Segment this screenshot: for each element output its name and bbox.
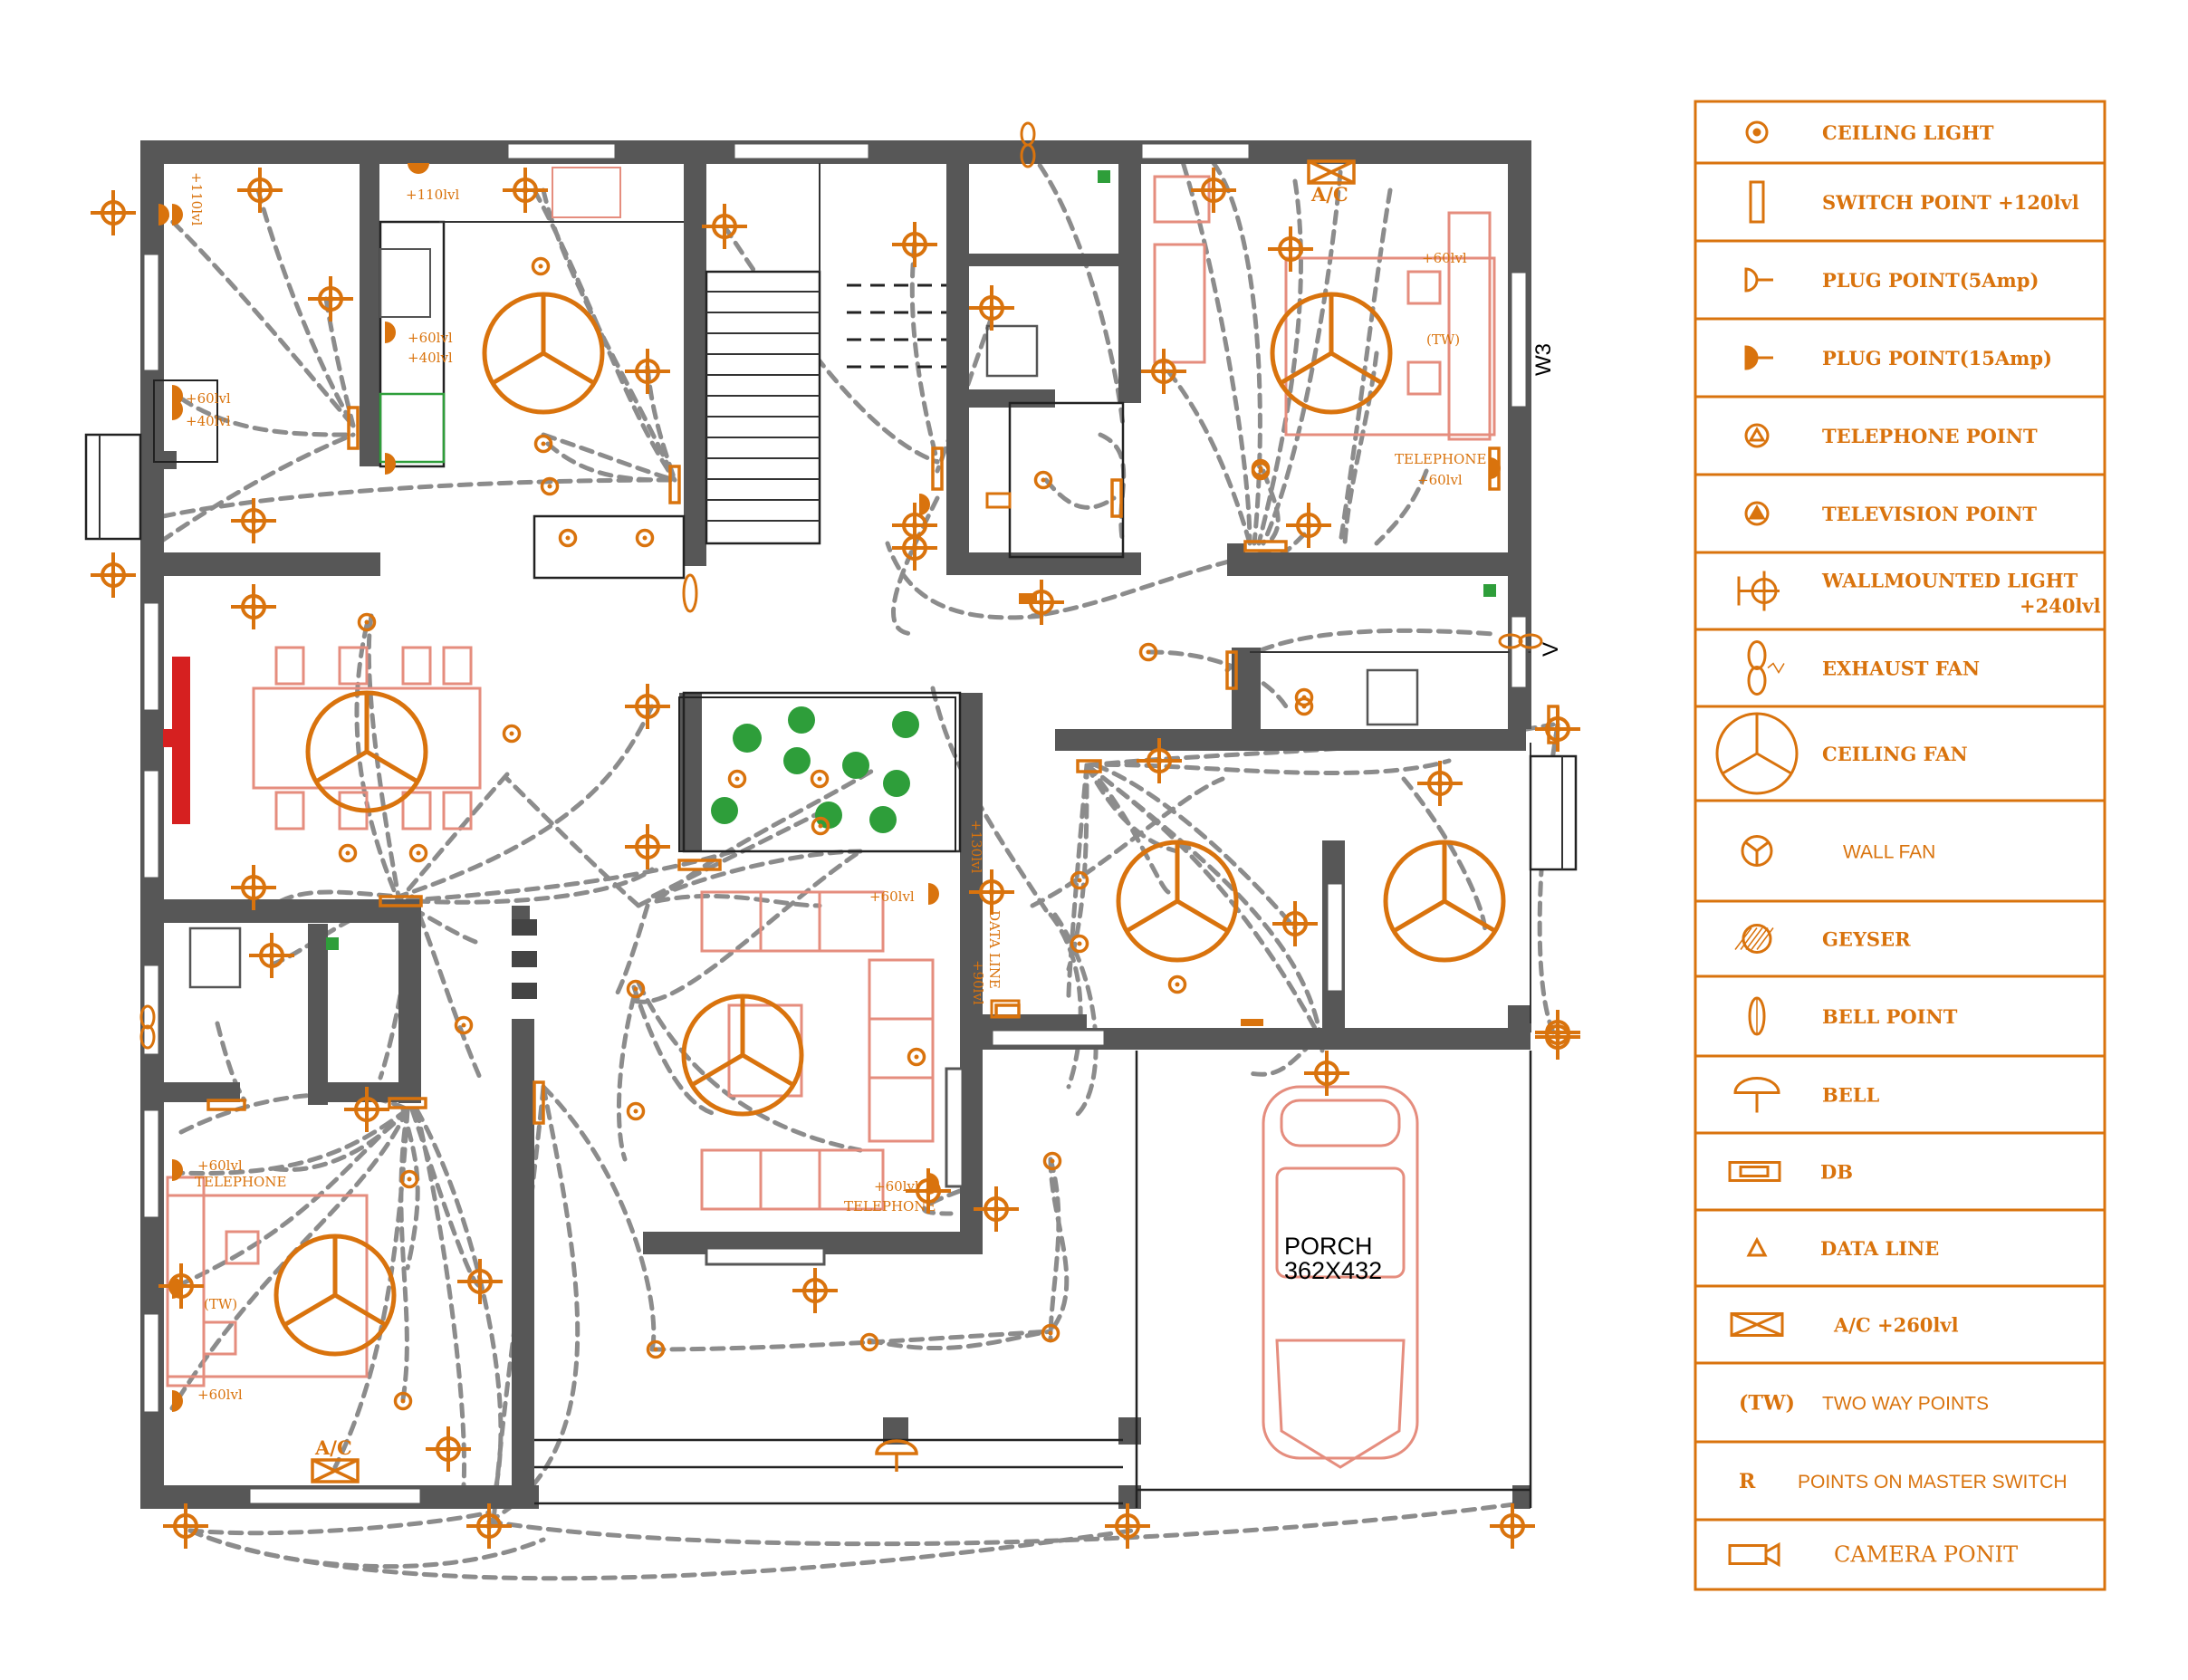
ac-units: [311, 159, 1356, 1483]
legend-label-secondary: +240lvl: [2020, 595, 2101, 618]
kitchen-40-label-b: +40lvl: [408, 350, 453, 366]
legend-row-geyser: GEYSER: [1734, 924, 1911, 954]
lvl-130-label: +130lvl: [968, 820, 984, 873]
telephone-point-icon: [1744, 423, 1770, 448]
legend-row-master-switch: R POINTS ON MASTER SWITCH: [1739, 1470, 2068, 1493]
porch-label: PORCH: [1284, 1233, 1373, 1260]
legend-row-two-way: (TW) TWO WAY POINTS: [1739, 1392, 1989, 1416]
legend-label: DB: [1820, 1161, 1853, 1184]
legend-label: PLUG POINT(15Amp): [1822, 347, 2052, 370]
data-line-icon: [1746, 1236, 1768, 1257]
legend-label: BELL: [1822, 1084, 1880, 1107]
television-point-icon: [1744, 501, 1770, 526]
windows: [141, 141, 1529, 1506]
legend-label: GEYSER: [1822, 928, 1911, 951]
legend-label: TWO WAY POINTS: [1822, 1394, 1989, 1415]
living-60-label: +60lvl: [869, 888, 915, 905]
legend-row-ac: A/C +260lvl: [1730, 1312, 1959, 1337]
ceiling-fan-icon: [1715, 712, 1799, 795]
legend-row-ceiling-light: CEILING LIGHT: [1745, 120, 1994, 144]
legend-label: TELEVISION POINT: [1822, 503, 2037, 525]
bed-ne-60-label: +60lvl: [1422, 250, 1467, 266]
legend-row-data-line: DATA LINE: [1746, 1236, 1939, 1260]
legend-row-plug-5amp: PLUG POINT(5Amp): [1744, 267, 2039, 293]
legend-row-wall-fan: WALL FAN: [1741, 835, 1935, 867]
vertical-110-label: +110lvl: [188, 172, 205, 226]
data-line-vertical-label: DATA LINE: [986, 910, 1003, 989]
legend-row-switch-point: SWITCH POINT +120lvl: [1749, 180, 2079, 224]
kitchen-110-label: +110lvl: [406, 187, 459, 203]
bed-sw-tw-label: (TW): [204, 1296, 237, 1312]
db-icon: [1728, 1161, 1781, 1182]
legend-label: CEILING LIGHT: [1822, 121, 1994, 144]
db-boxes: [985, 492, 1021, 1019]
legend-label: TELEPHONE POINT: [1822, 425, 2038, 447]
bell-symbol: [875, 1439, 918, 1472]
legend-row-plug-15amp: PLUG POINT(15Amp): [1744, 345, 2052, 370]
legend-row-bell-point: BELL POINT: [1748, 996, 1958, 1036]
plug-15amp-icon: [1744, 345, 1773, 370]
lvl-90-label: +90lvl: [970, 960, 986, 1005]
w3-label: W3: [1531, 343, 1556, 376]
ac-icon: [1730, 1312, 1784, 1337]
legend-row-db: DB: [1728, 1161, 1853, 1184]
two-way-code: (TW): [1739, 1392, 1795, 1416]
legend-row-wallmounted-light: WALLMOUNTED LIGHT +240lvl: [1737, 570, 2101, 618]
bed-ne-telephone-label: TELEPHONE: [1395, 451, 1486, 467]
kitchen-60-label-a: +60lvl: [186, 390, 231, 407]
ceiling-light-icon: [1745, 120, 1769, 144]
bed-ne-60-label-b: +60lvl: [1417, 472, 1463, 488]
kitchen-40-label-a: +40lvl: [186, 413, 231, 429]
staircase: [705, 163, 946, 545]
legend-row-exhaust-fan: EXHAUST FAN: [1747, 640, 1980, 696]
living-60-label-b: +60lvl: [874, 1178, 919, 1195]
legend-row-ceiling-fan: CEILING FAN: [1715, 712, 1968, 795]
courtyard-planters: [678, 696, 956, 852]
plug-points: [158, 163, 1501, 1412]
legend-label: POINTS ON MASTER SWITCH: [1798, 1472, 2068, 1493]
legend-label: SWITCH POINT +120lvl: [1822, 191, 2079, 214]
exhaust-fan-icon: [1747, 640, 1785, 696]
wallmounted-light-icon: [1737, 571, 1780, 611]
master-switch-code: R: [1739, 1470, 1756, 1493]
geyser-icon: [1734, 924, 1774, 954]
legend-row-bell: BELL: [1733, 1077, 1880, 1113]
bell-point-icon: [1748, 996, 1766, 1036]
bed-sw-60-label: +60lvl: [197, 1157, 243, 1174]
camera-icon: [1728, 1541, 1780, 1568]
furniture: [163, 167, 1496, 1469]
wall-fan-icon: [1741, 835, 1773, 867]
legend-label: BELL POINT: [1822, 1005, 1958, 1028]
legend-row-television-point: TELEVISION POINT: [1744, 501, 2037, 526]
legend-label: WALLMOUNTED LIGHT: [1821, 570, 2078, 592]
kitchen-60-label-b: +60lvl: [408, 330, 453, 346]
legend-label: CAMERA PONIT: [1834, 1542, 2018, 1568]
ac-ne-label: A/C: [1310, 183, 1348, 206]
legend-label: PLUG POINT(5Amp): [1822, 269, 2039, 292]
switch-point-icon: [1749, 180, 1765, 224]
plug-5amp-icon: [1744, 267, 1773, 293]
ac-sw-label: A/C: [314, 1436, 352, 1459]
legend-label: EXHAUST FAN: [1822, 658, 1980, 680]
bed-ne-tw-label: (TW): [1426, 331, 1460, 348]
geyser-markers: [326, 170, 1496, 950]
legend-label: WALL FAN: [1843, 842, 1935, 863]
counters-and-partitions: [84, 220, 1578, 1508]
legend-row-telephone-point: TELEPHONE POINT: [1744, 423, 2038, 448]
plan-text: PORCH 362X432 W3 V +110lvl +110lvl +60lv…: [186, 172, 1563, 1459]
bell-icon: [1733, 1077, 1780, 1113]
living-telephone-label: TELEPHONE: [844, 1198, 936, 1214]
bed-sw-60-label-b: +60lvl: [197, 1387, 243, 1403]
legend-label: A/C +260lvl: [1833, 1314, 1959, 1337]
legend-row-camera: CAMERA PONIT: [1728, 1541, 2018, 1568]
legend-label: DATA LINE: [1820, 1237, 1939, 1260]
legend-label: CEILING FAN: [1822, 743, 1968, 765]
porch-size: 362X432: [1284, 1257, 1382, 1284]
v-label: V: [1539, 642, 1563, 657]
exhaust-fans: [139, 121, 1543, 1050]
bed-sw-telephone-label: TELEPHONE: [195, 1174, 286, 1190]
